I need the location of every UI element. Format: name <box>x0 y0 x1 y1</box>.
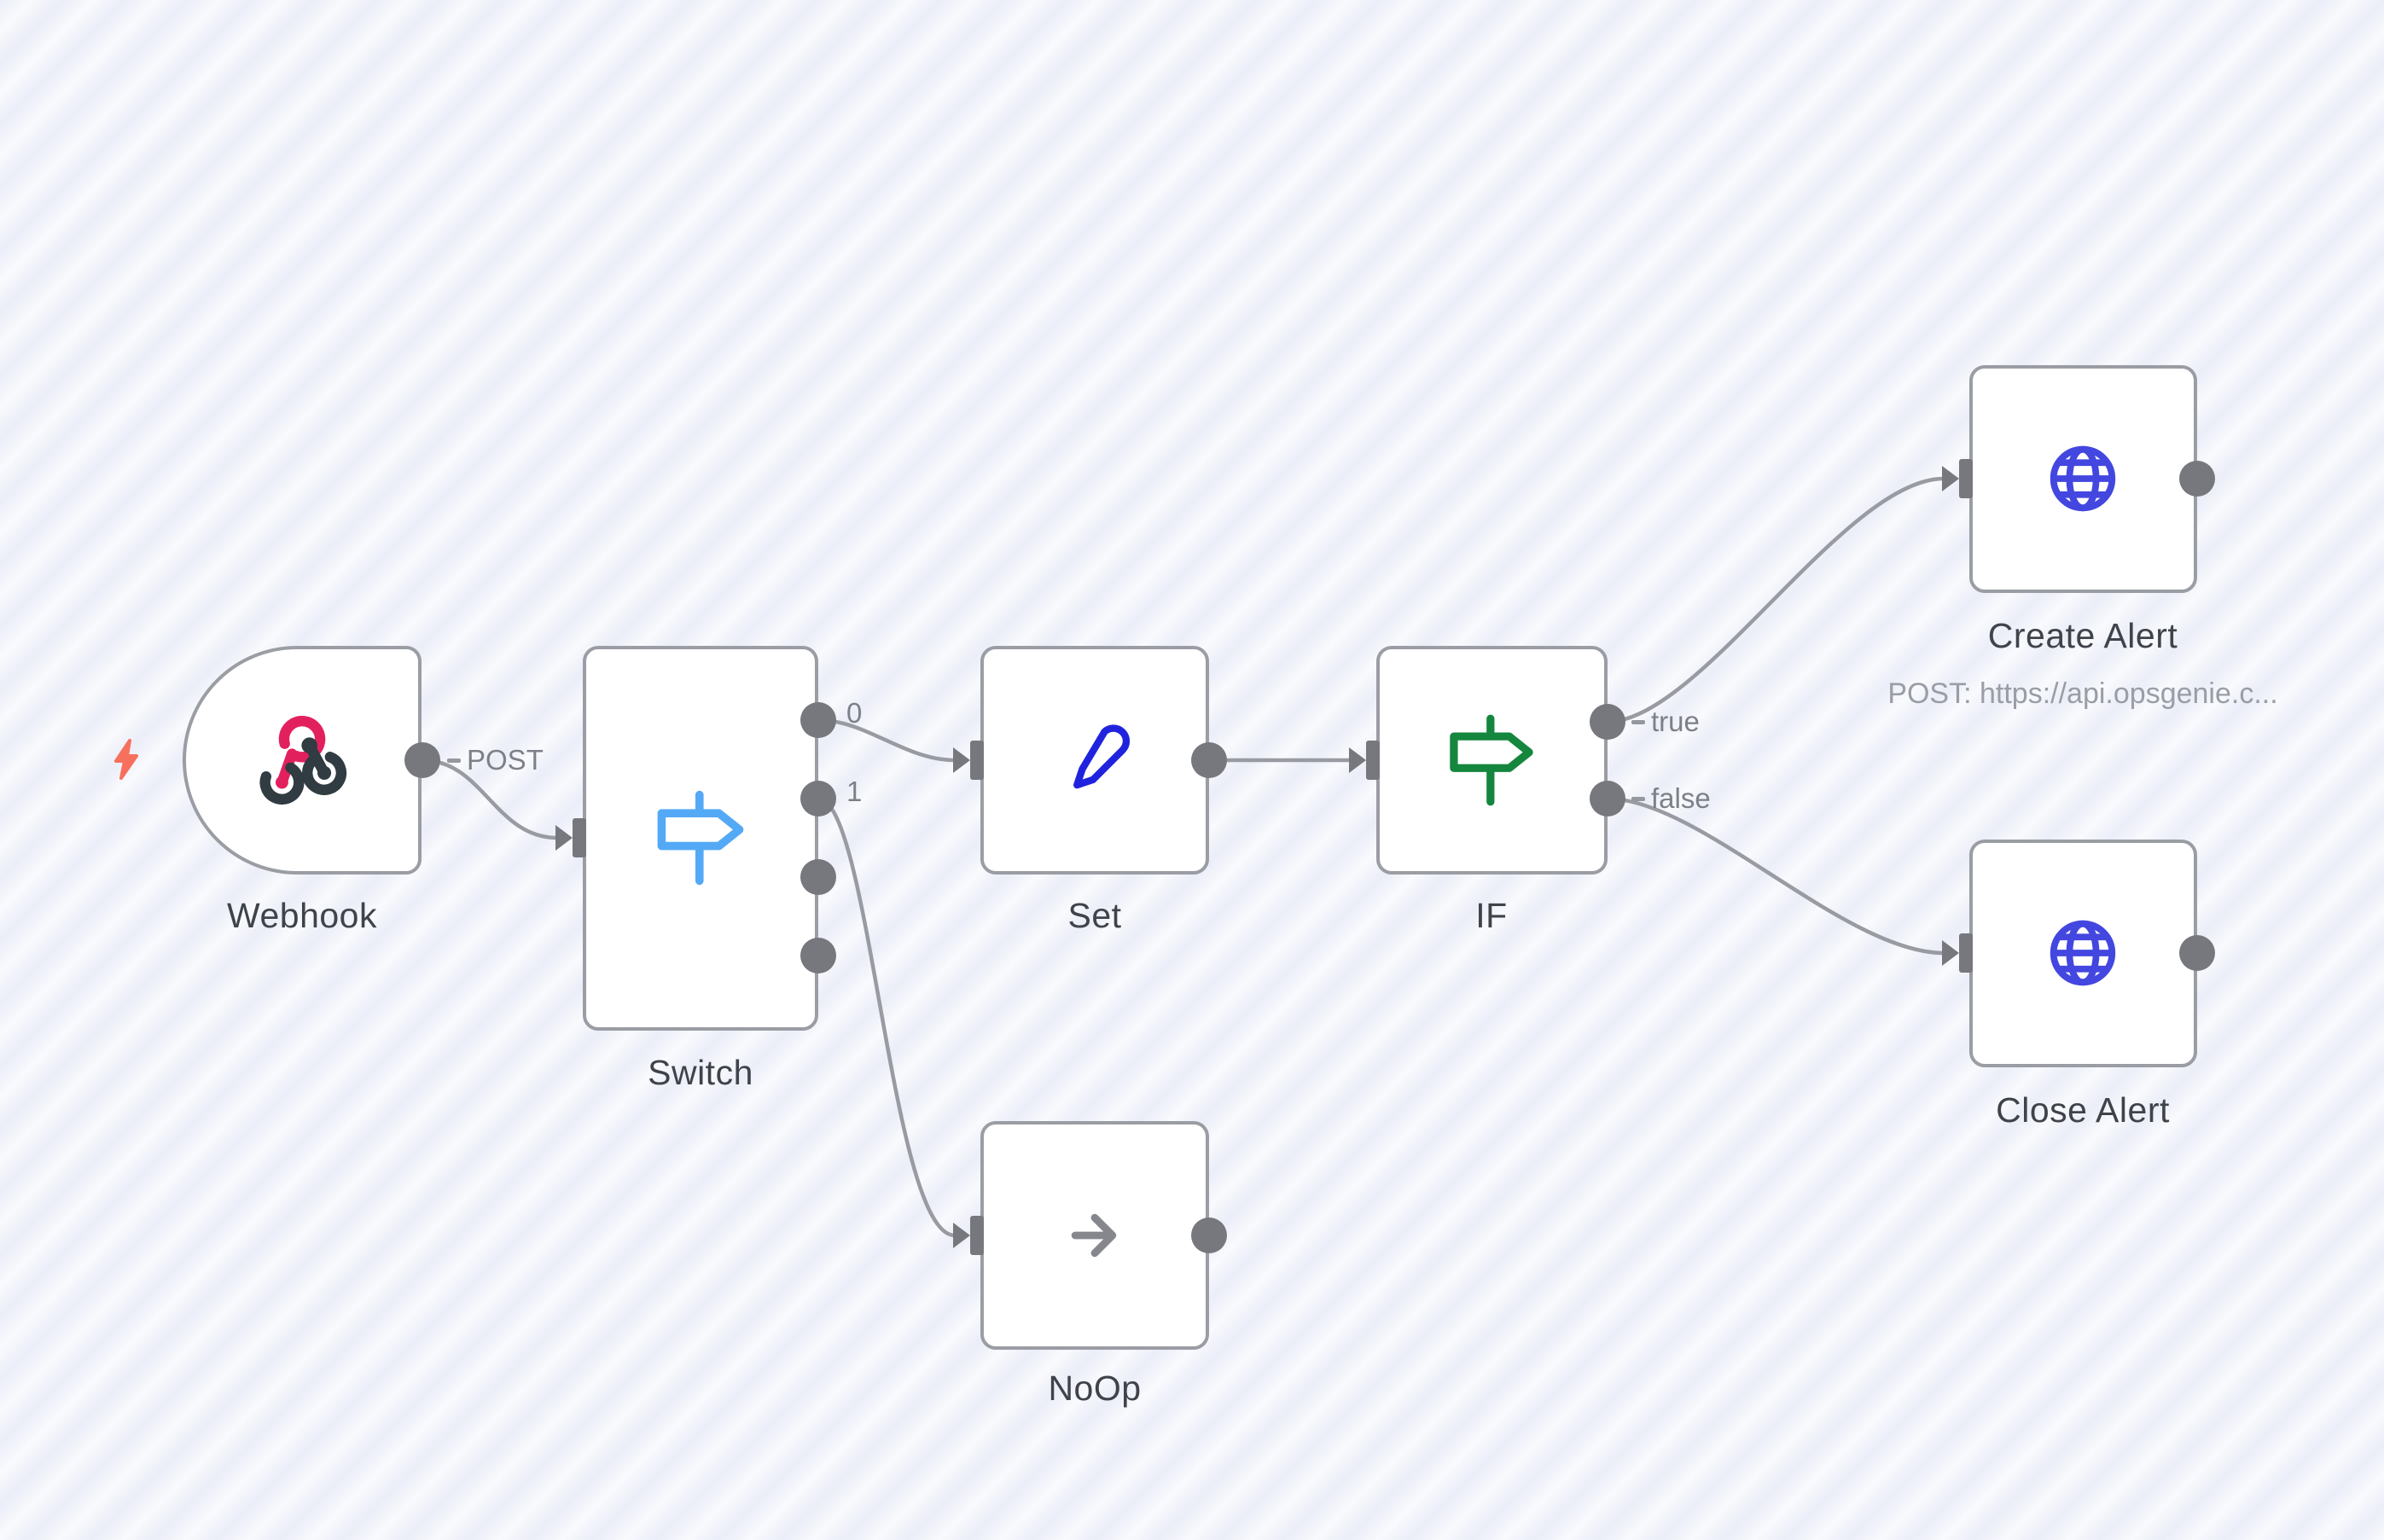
signpost-icon <box>1442 711 1541 814</box>
input-arrow-icon <box>1942 466 1959 491</box>
if-output-dot-false[interactable] <box>1590 781 1625 816</box>
create-alert-input-port[interactable] <box>1942 459 1973 498</box>
close-alert-input-port[interactable] <box>1942 933 1973 973</box>
switch-output-dot-3[interactable] <box>800 938 836 973</box>
connection-webhook-switch[interactable] <box>422 758 558 840</box>
node-webhook[interactable] <box>183 646 422 875</box>
switch-output-dot-0[interactable] <box>800 702 836 738</box>
node-set[interactable] <box>980 646 1209 875</box>
signpost-icon <box>649 787 752 893</box>
input-socket <box>573 818 586 857</box>
if-input-port[interactable] <box>1349 741 1380 780</box>
pencil-icon <box>1050 716 1139 809</box>
set-node-label[interactable]: Set <box>1067 896 1122 935</box>
input-arrow-icon <box>1349 747 1366 773</box>
input-arrow-icon <box>953 1223 970 1248</box>
switch-output-dot-1[interactable] <box>800 781 836 816</box>
input-arrow-icon <box>1942 940 1959 966</box>
noop-output-dot[interactable] <box>1191 1217 1227 1253</box>
connection-switch1-noop[interactable] <box>817 796 956 1238</box>
if-output-dot-true[interactable] <box>1590 704 1625 740</box>
globe-icon <box>2038 434 2127 527</box>
create-alert-subtitle: POST: https://api.opsgenie.c... <box>1887 677 2278 710</box>
input-socket <box>1959 933 1973 973</box>
if-node-label[interactable]: IF <box>1475 896 1508 935</box>
switch-output-label-0: 0 <box>846 697 863 729</box>
webhook-output-dot[interactable] <box>404 742 440 778</box>
globe-icon <box>2038 909 2127 1002</box>
set-input-port[interactable] <box>953 741 984 780</box>
switch-output-dot-2[interactable] <box>800 859 836 895</box>
webhook-node-label[interactable]: Webhook <box>227 896 377 935</box>
if-output-label-true: true <box>1631 706 1700 738</box>
arrow-right-icon <box>1050 1191 1139 1284</box>
input-arrow-icon <box>555 825 573 851</box>
input-socket <box>1959 459 1973 498</box>
create-alert-node-label[interactable]: Create Alert <box>1987 616 2178 655</box>
lightning-icon <box>109 736 143 782</box>
input-socket <box>1366 741 1380 780</box>
input-socket <box>970 1216 984 1255</box>
switch-output-label-1: 1 <box>846 776 863 807</box>
switch-node-label[interactable]: Switch <box>648 1053 753 1092</box>
create-alert-output-dot[interactable] <box>2179 461 2215 497</box>
input-arrow-icon <box>953 747 970 773</box>
noop-node-label[interactable]: NoOp <box>1048 1369 1142 1408</box>
webhook-output-label: POST <box>447 744 544 776</box>
noop-input-port[interactable] <box>953 1216 984 1255</box>
if-output-label-false: false <box>1631 782 1711 815</box>
close-alert-output-dot[interactable] <box>2179 935 2215 971</box>
input-socket <box>970 741 984 780</box>
set-output-dot[interactable] <box>1191 742 1227 778</box>
webhook-icon <box>249 707 355 817</box>
connection-switch0-set[interactable] <box>817 718 956 763</box>
close-alert-node-label[interactable]: Close Alert <box>1996 1090 2170 1130</box>
switch-input-port[interactable] <box>555 818 586 857</box>
